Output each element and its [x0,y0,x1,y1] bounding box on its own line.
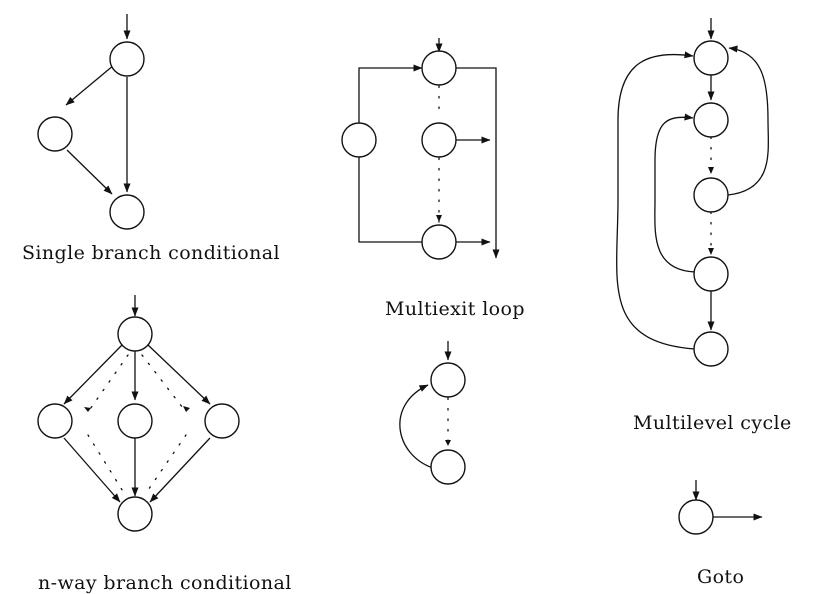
nway-branch-caption: n-way branch conditional [38,572,292,594]
node-side [341,122,377,158]
node-1 [693,40,729,76]
loop-return [358,157,422,243]
multiexit-loop-caption: Multiexit loop [385,298,525,320]
back-edge [358,64,423,123]
node-2 [693,102,729,138]
node-bottom [117,496,153,532]
single-branch-diagram [37,14,145,230]
node-top [421,50,457,86]
node-3 [693,177,729,213]
node-left [37,403,73,439]
node-top [109,41,145,77]
merge-left [63,437,121,503]
multiexit-loop-diagram [341,38,500,260]
right-back-edge [727,45,769,196]
dotted-edge-left [87,354,129,413]
node-middle [117,403,153,439]
edge-right [147,344,211,405]
node [678,499,714,535]
node-right [204,403,240,439]
edge-left [63,344,123,405]
goto-diagram [678,480,763,535]
outer-back-edge [616,51,696,350]
node-4 [693,256,729,292]
inner-back-edge [654,113,696,273]
single-branch-caption: Single branch conditional [22,242,280,264]
multilevel-cycle-caption: Multilevel cycle [633,412,792,434]
exit-line [456,67,500,259]
merge-edge [66,149,113,195]
nway-branch-diagram [37,295,240,532]
node-bottom [421,224,457,260]
node-bottom [109,194,145,230]
dotted-edge-right [141,354,187,413]
node-left [37,116,73,152]
dotted-merge-left [87,434,125,494]
merge-right [149,437,211,503]
simple-loop-diagram [399,341,466,485]
node-bottom [430,449,466,485]
node-middle [421,122,457,158]
branch-edge [65,64,115,106]
node-top [117,316,153,352]
node-5 [693,331,729,367]
dotted-merge-right [145,434,187,494]
multilevel-cycle-diagram [616,18,769,367]
back-edge [399,384,434,469]
node-top [430,362,466,398]
goto-caption: Goto [697,566,745,588]
